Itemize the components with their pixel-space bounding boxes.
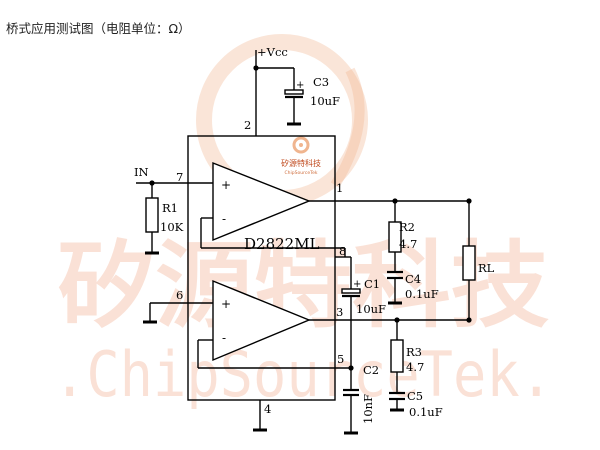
r3-name: R3: [406, 345, 422, 359]
resistor-r1: [145, 197, 159, 233]
r2-name: R2: [399, 220, 415, 234]
chipsourcetek-logo: 矽源特科技 ChipSourceTek: [281, 136, 321, 176]
c3-name: C3: [313, 75, 329, 89]
page-title: 桥式应用测试图（电阻单位：Ω）: [6, 21, 191, 36]
logo-en-text: ChipSourceTek: [285, 170, 318, 176]
junction-dots: [149, 65, 472, 371]
resistor-r3: [390, 339, 404, 373]
r2-value: 4.7: [399, 237, 417, 251]
labels: +Vcc + C3 10uF 2 7 1 8 6 3 5 4 IN R1 10K…: [134, 45, 495, 424]
pin7-label: 7: [176, 170, 183, 184]
capacitor-c1: [341, 288, 361, 298]
opamp2-plus: +: [221, 297, 231, 311]
pin2-label: 2: [244, 118, 251, 132]
capacitor-c2: [343, 388, 359, 397]
c4-name: C4: [405, 272, 421, 286]
pin3-label: 3: [336, 305, 343, 319]
chip-name: D2822ML: [244, 235, 320, 253]
c4-value: 0.1uF: [405, 287, 439, 301]
capacitor-c4: [387, 270, 403, 280]
r1-value: 10K: [160, 220, 184, 234]
pin8-label: 8: [339, 244, 346, 258]
c3-plus-sign: +: [296, 80, 304, 91]
c1-name: C1: [364, 277, 380, 291]
c3-value: 10uF: [310, 94, 340, 108]
logo-cn-text: 矽源特科技: [281, 158, 321, 168]
opamp1-minus: -: [222, 212, 226, 226]
logo-mark-icon: [292, 136, 310, 154]
c2-value: 10nF: [361, 394, 375, 424]
opamp-2: [212, 279, 311, 362]
pin6-label: 6: [176, 288, 183, 302]
resistor-r2: [388, 221, 402, 253]
ground-symbols: [143, 122, 404, 435]
capacitor-c3: [284, 89, 304, 99]
resistor-rl: [462, 245, 476, 281]
opamp2-minus: -: [222, 331, 226, 345]
c5-value: 0.1uF: [409, 405, 443, 419]
pin1-label: 1: [336, 181, 343, 195]
vcc-label: +Vcc: [257, 45, 288, 59]
circuit-wires: [136, 50, 470, 434]
chip-body: [187, 135, 336, 401]
watermark-logo-swoosh: [330, 67, 365, 188]
c1-plus-sign: +: [353, 279, 361, 290]
opamp-1: [212, 161, 311, 242]
c2-name: C2: [363, 363, 379, 377]
opamp1-plus: +: [221, 178, 231, 192]
pin4-label: 4: [264, 402, 271, 416]
rl-name: RL: [478, 261, 495, 275]
input-label: IN: [134, 165, 149, 179]
logo-mark-dot: [299, 143, 303, 147]
c5-name: C5: [407, 389, 423, 403]
watermark-latin-text: .ChipSourceTek.: [53, 338, 553, 411]
capacitor-c5: [389, 391, 405, 401]
r3-value: 4.7: [406, 360, 424, 374]
c1-value: 10uF: [356, 302, 386, 316]
pin5-label: 5: [337, 352, 344, 366]
r1-name: R1: [162, 201, 178, 215]
